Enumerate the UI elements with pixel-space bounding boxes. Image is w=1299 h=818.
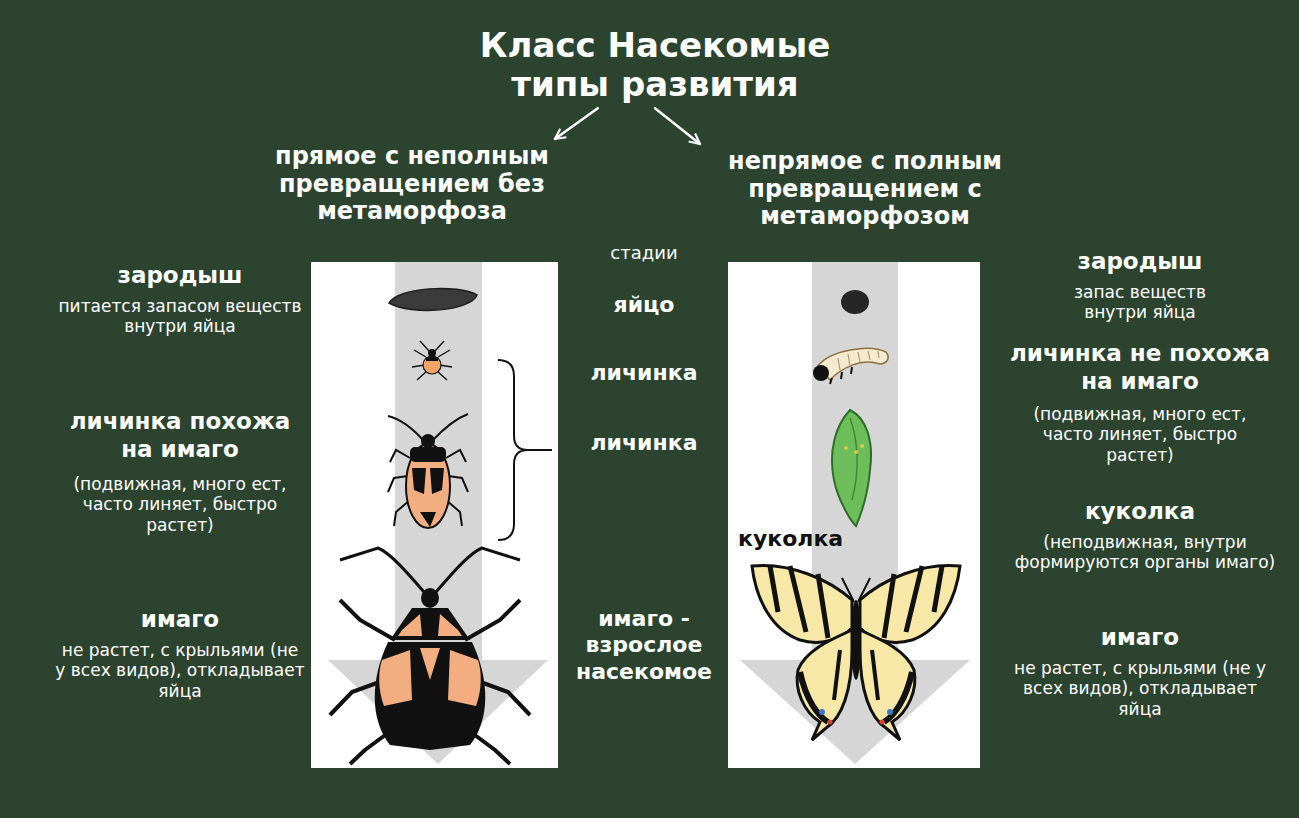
stage-name: яйцо [565, 292, 723, 318]
branch-arrow [555, 108, 598, 139]
stage-name: личинка [565, 430, 723, 456]
label-slot: куколка [738, 526, 878, 552]
adult-bug-figure [390, 608, 470, 640]
pupa-figure [860, 444, 864, 448]
adult-bug-figure [340, 548, 520, 592]
pupa-figure [850, 418, 857, 500]
larva-bracket [498, 360, 552, 540]
butterfly-figure [828, 720, 833, 725]
pupa-figure [854, 450, 858, 454]
stage-caption: стадии [565, 242, 723, 264]
adult-bug-figure [330, 600, 530, 764]
caterpillar-figure [838, 351, 879, 370]
label-slot: куколка [995, 498, 1285, 526]
time-arrow [740, 262, 970, 764]
young-nymph-figure [423, 356, 441, 374]
description-text: не растет, с крыльями (не у всех видов),… [1010, 658, 1270, 719]
description-text: не растет, с крыльями (не у всех видов),… [55, 640, 305, 701]
label-slot: личинка не похожа на имаго [995, 340, 1285, 395]
egg-figure [389, 288, 477, 310]
description-text: (подвижная, много ест, часто линяет, быс… [55, 474, 305, 535]
young-nymph-figure [428, 349, 436, 357]
older-nymph-figure [420, 512, 436, 527]
direct-development-panel [311, 262, 558, 768]
butterfly-figure [851, 600, 861, 680]
caterpillar-figure [813, 348, 888, 384]
label-slot: имаго [995, 624, 1285, 652]
title-text: типы развития [390, 65, 920, 104]
young-nymph-figure [412, 341, 452, 380]
section-heading: куколка [995, 498, 1285, 526]
panel-ground [728, 262, 980, 768]
panel-ground [311, 262, 558, 768]
label-slot: личинка [565, 360, 723, 386]
caterpillar-figure [813, 365, 829, 381]
egg-figure [841, 290, 869, 314]
adult-bug-figure [330, 548, 530, 764]
description-text: (неподвижная, внутри формируются органы … [1005, 532, 1285, 573]
older-nymph-figure [421, 434, 435, 448]
young-nymph-figure [426, 357, 438, 361]
branch-heading: прямое с неполным превращением без метам… [222, 143, 602, 226]
caterpillar-figure [830, 367, 852, 384]
pupa-figure [832, 410, 871, 526]
heading-text: непрямое с полным превращением с метамор… [670, 148, 1060, 231]
adult-bug-figure [375, 642, 486, 750]
label-slot: не растет, с крыльями (не у всех видов),… [1010, 658, 1270, 719]
section-heading: зародыш [995, 248, 1285, 276]
section-heading: личинка похожа на имаго [55, 408, 305, 463]
young-nymph-figure [412, 341, 452, 380]
branch-heading: непрямое с полным превращением с метамор… [670, 148, 1060, 231]
older-nymph-figure [406, 444, 450, 528]
adult-bug-figure [420, 648, 440, 680]
label-slot: запас веществ внутри яйца [1040, 282, 1240, 323]
butterfly-figure [819, 709, 825, 715]
adult-bug-figure [421, 588, 439, 608]
connector-group [555, 108, 700, 144]
label-slot: зародыш [995, 248, 1285, 276]
section-heading: имаго [55, 606, 305, 634]
butterfly-figure [880, 720, 885, 725]
section-heading: личинка не похожа на имаго [995, 340, 1285, 395]
older-nymph-figure [412, 468, 444, 494]
pupa-figure [832, 410, 871, 526]
label-slot: имаго - взрослое насекомое [565, 606, 723, 685]
section-heading: зародыш [55, 262, 305, 290]
label-slot: питается запасом веществ внутри яйца [55, 296, 305, 337]
label-slot: (подвижная, много ест, часто линяет, быс… [1010, 404, 1270, 465]
label-slot: (неподвижная, внутри формируются органы … [1005, 532, 1285, 573]
branch-arrow [655, 108, 700, 144]
label-slot: зародыш [55, 262, 305, 290]
older-nymph-figure [388, 414, 468, 528]
label-slot: яйцо [565, 292, 723, 318]
butterfly-figure [887, 709, 893, 715]
description-text: запас веществ внутри яйца [1040, 282, 1240, 323]
stage-name: имаго - взрослое насекомое [565, 606, 723, 685]
butterfly-figure [752, 565, 852, 642]
title-block: Класс Насекомыетипы развития [390, 26, 920, 104]
label-slot: личинка похожа на имаго [55, 408, 305, 463]
adult-bug-figure [398, 614, 462, 636]
butterfly-figure [860, 565, 960, 642]
label-slot: имаго [55, 606, 305, 634]
label-slot: стадии [565, 242, 723, 264]
pupa-figure [844, 446, 848, 450]
description-text: (подвижная, много ест, часто линяет, быс… [1010, 404, 1270, 465]
pupa-label: куколка [738, 526, 878, 552]
heading-text: прямое с неполным превращением без метам… [222, 143, 602, 226]
butterfly-figure [752, 565, 960, 740]
older-nymph-figure [410, 447, 446, 462]
stage-name: личинка [565, 360, 723, 386]
label-slot: не растет, с крыльями (не у всех видов),… [55, 640, 305, 701]
complete-metamorphosis-panel [728, 262, 980, 768]
label-slot: личинка [565, 430, 723, 456]
title-text: Класс Насекомые [390, 26, 920, 65]
description-text: питается запасом веществ внутри яйца [55, 296, 305, 337]
section-heading: имаго [995, 624, 1285, 652]
label-slot: (подвижная, много ест, часто линяет, быс… [55, 474, 305, 535]
